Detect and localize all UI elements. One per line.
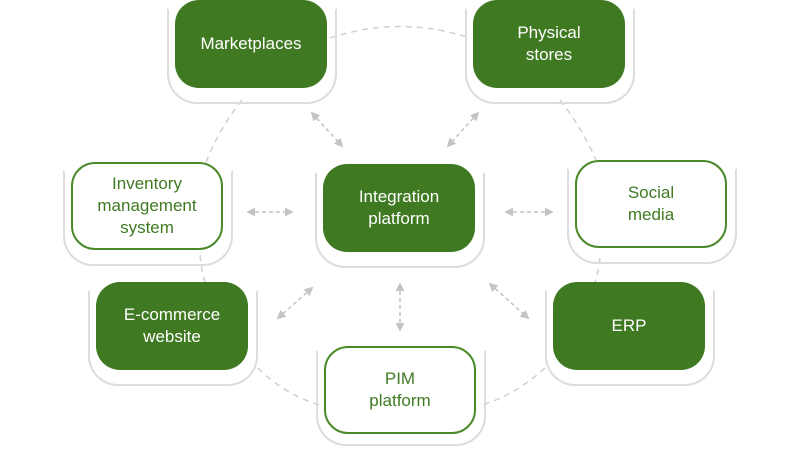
node-physical-stores: Physical stores <box>473 0 625 88</box>
node-ecommerce-website: E-commerce website <box>96 282 248 370</box>
node-label-physical-stores: Physical stores <box>517 23 581 64</box>
arrow-ecommerce <box>276 286 314 320</box>
ring-arc-erp-pim <box>481 367 546 406</box>
ring-arc-marketplaces-inventory <box>204 99 243 166</box>
node-label-pim: PIM platform <box>369 369 431 410</box>
node-marketplaces: Marketplaces <box>175 0 327 88</box>
spoke-arrows <box>246 111 554 332</box>
node-erp: ERP <box>553 282 705 370</box>
arrow-marketplaces <box>310 111 344 148</box>
node-label-marketplaces: Marketplaces <box>200 34 302 53</box>
shadow-social-media <box>567 168 737 264</box>
arrow-physical-stores <box>446 111 480 148</box>
ring-arc-marketplaces-physical <box>329 25 471 39</box>
shadow-integration <box>315 172 485 268</box>
shadow-marketplaces <box>167 8 337 104</box>
shadow-inventory <box>63 170 233 266</box>
shadow-pim <box>316 350 486 446</box>
node-label-erp: ERP <box>611 316 647 335</box>
node-social-media: Social media <box>575 160 727 248</box>
shadow-physical-stores <box>465 8 635 104</box>
ring-arc-ecommerce-pim <box>257 367 321 406</box>
node-integration-platform: Integration platform <box>323 164 475 252</box>
node-pim-platform: PIM platform <box>324 346 476 434</box>
node-label-ecommerce: E-commerce website <box>123 305 221 346</box>
node-label-inventory: Inventory management system <box>97 174 197 237</box>
node-inventory-management-system: Inventory management system <box>71 162 223 250</box>
shadow-ecommerce <box>88 290 258 386</box>
node-label-social-media: Social media <box>627 183 675 224</box>
arrow-erp <box>488 282 530 320</box>
ring-arc-physical-social <box>559 99 597 161</box>
ring-arc-social-erp <box>591 257 601 293</box>
shadow-erp <box>545 290 715 386</box>
node-label-integration: Integration platform <box>358 187 440 228</box>
